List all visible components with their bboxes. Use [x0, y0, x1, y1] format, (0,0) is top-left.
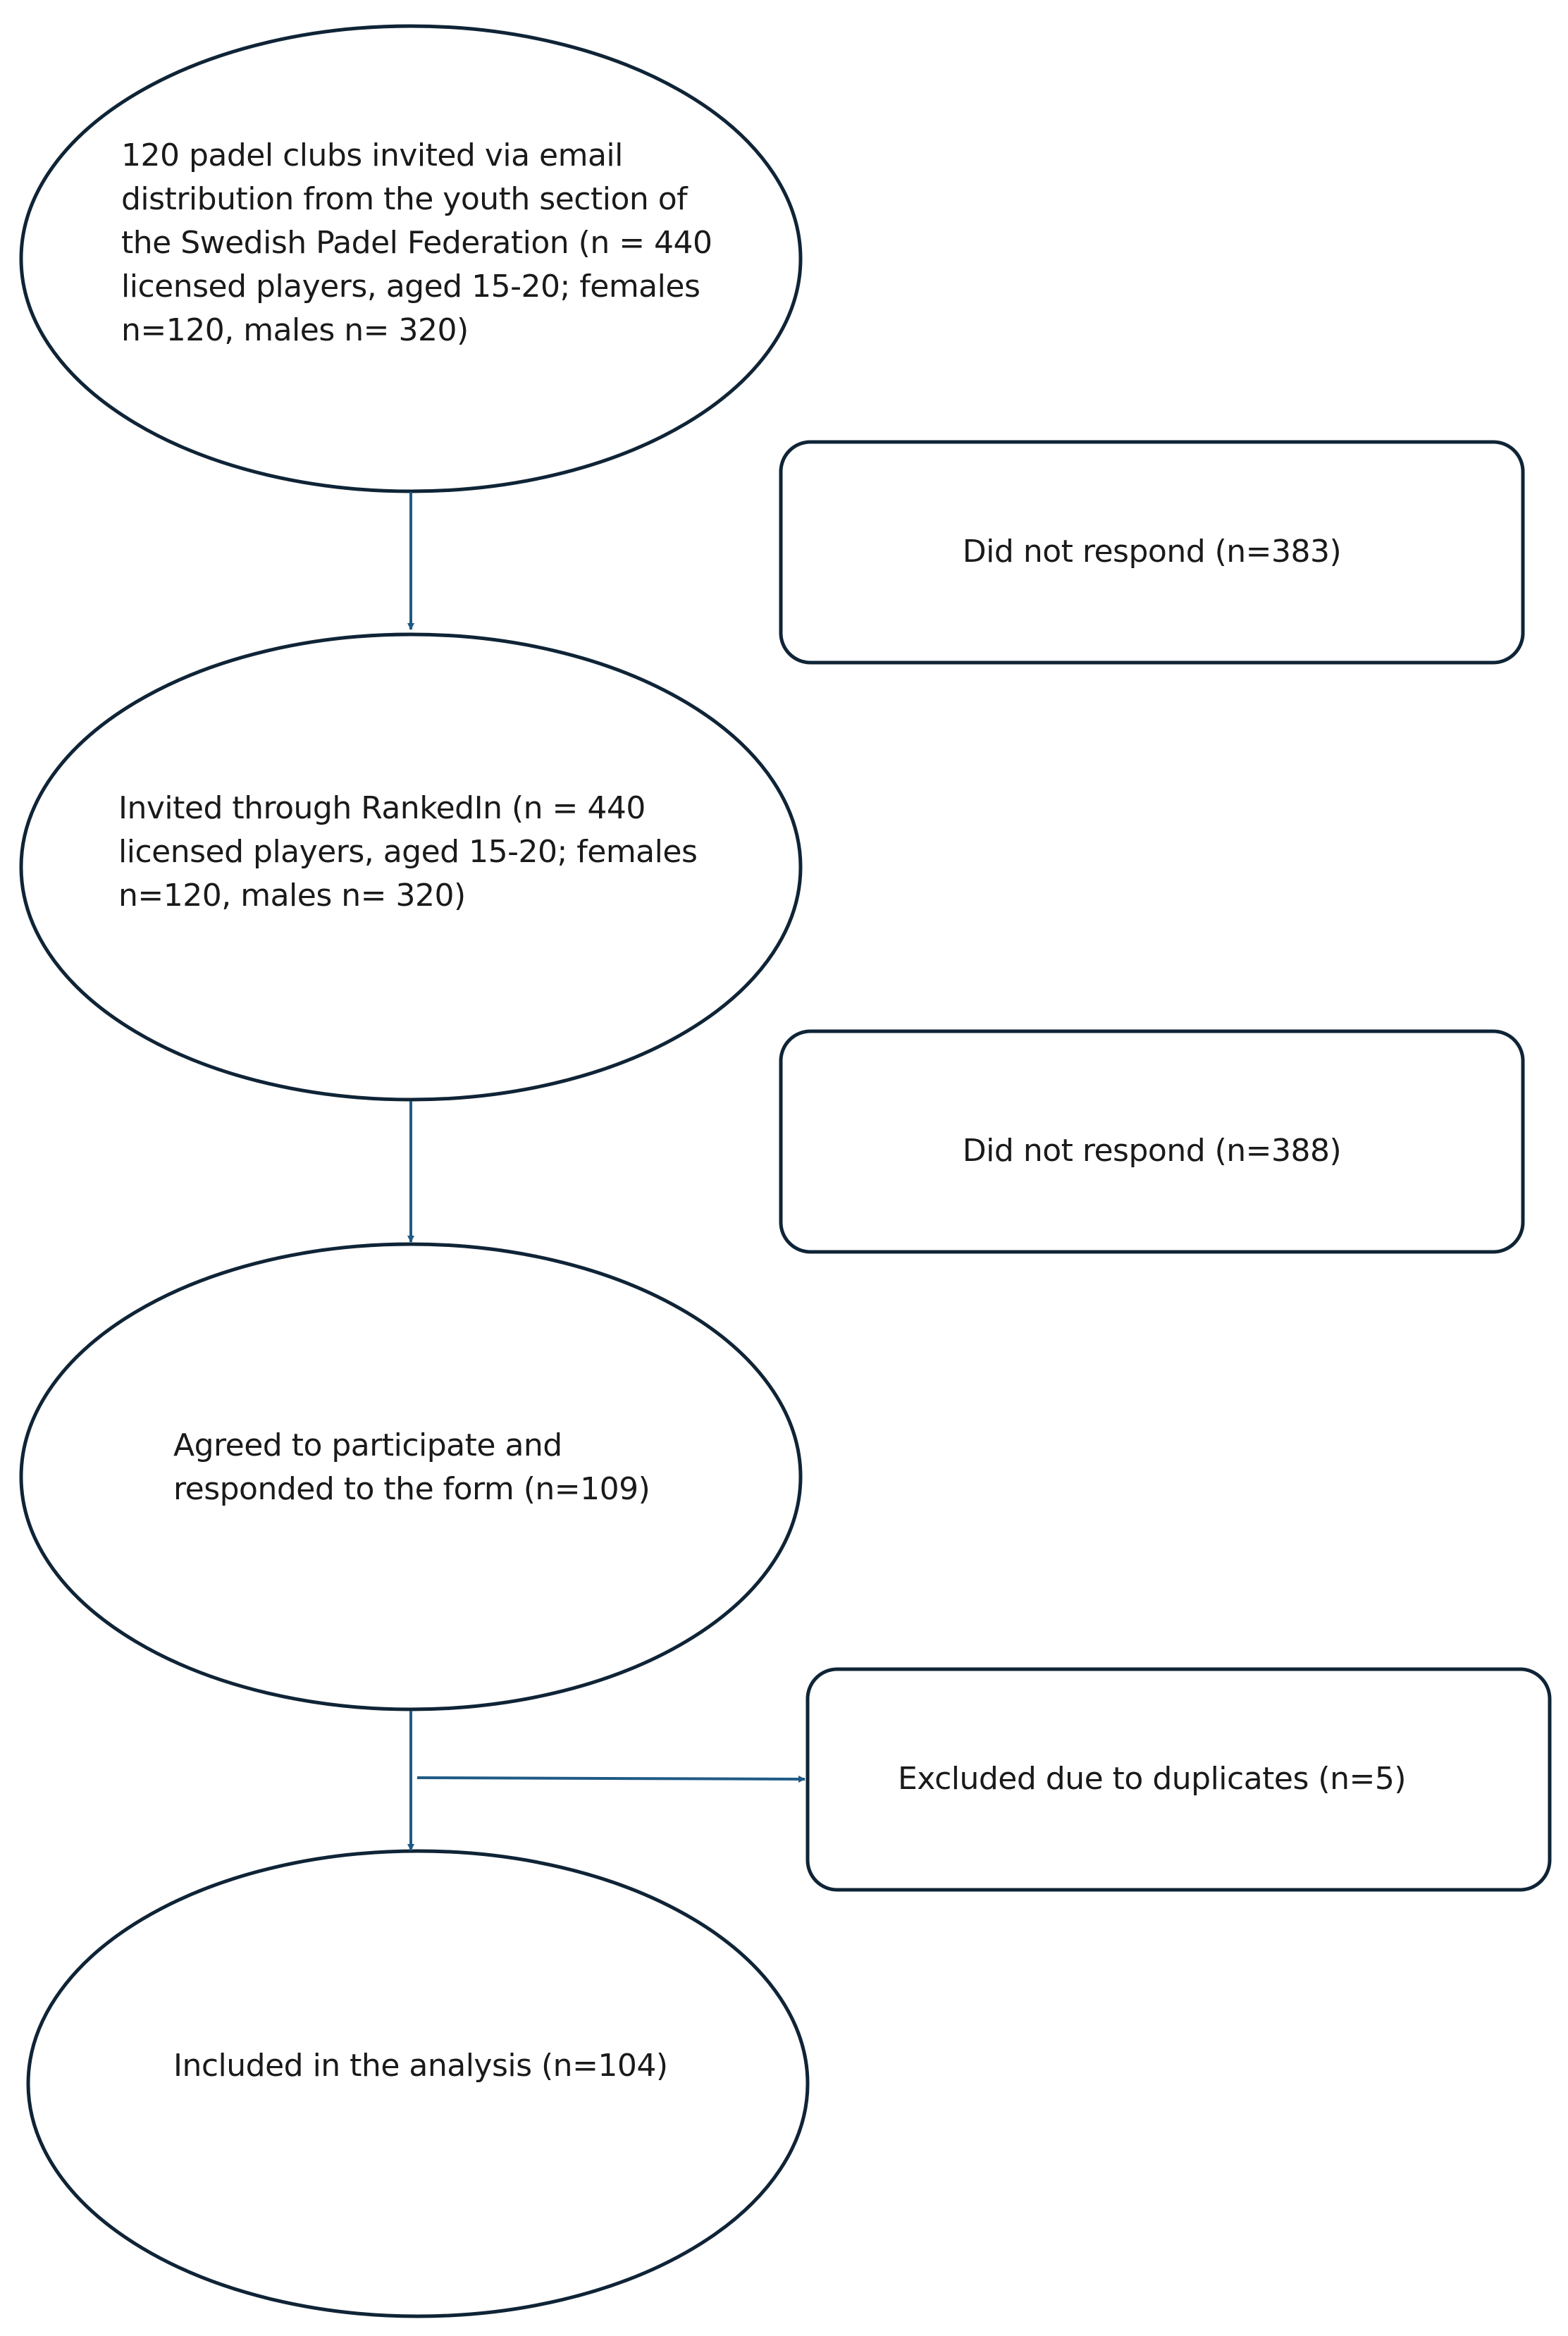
text-rankedin-invited: Invited through RankedIn (n = 440 licens… — [118, 790, 698, 914]
text-did-not-respond-1: Did not respond (n=383) — [962, 534, 1342, 570]
ellipse-agreed — [19, 1242, 803, 1711]
text-clubs-invited: 120 padel clubs invited via email distri… — [121, 137, 712, 348]
text-excluded-duplicates: Excluded due to duplicates (n=5) — [898, 1761, 1406, 1797]
box-excluded-duplicates — [805, 1667, 1552, 1892]
arrow-to-excluded — [416, 1775, 805, 1783]
ellipse-included — [26, 1849, 810, 2318]
box-did-not-respond-1 — [779, 440, 1525, 665]
text-included: Included in the analysis (n=104) — [173, 2048, 668, 2084]
ellipse-clubs-invited — [19, 24, 803, 493]
ellipse-rankedin-invited — [19, 632, 803, 1102]
box-did-not-respond-2 — [779, 1029, 1525, 1254]
text-did-not-respond-2: Did not respond (n=388) — [962, 1133, 1342, 1169]
text-agreed: Agreed to participate and responded to t… — [173, 1427, 650, 1507]
